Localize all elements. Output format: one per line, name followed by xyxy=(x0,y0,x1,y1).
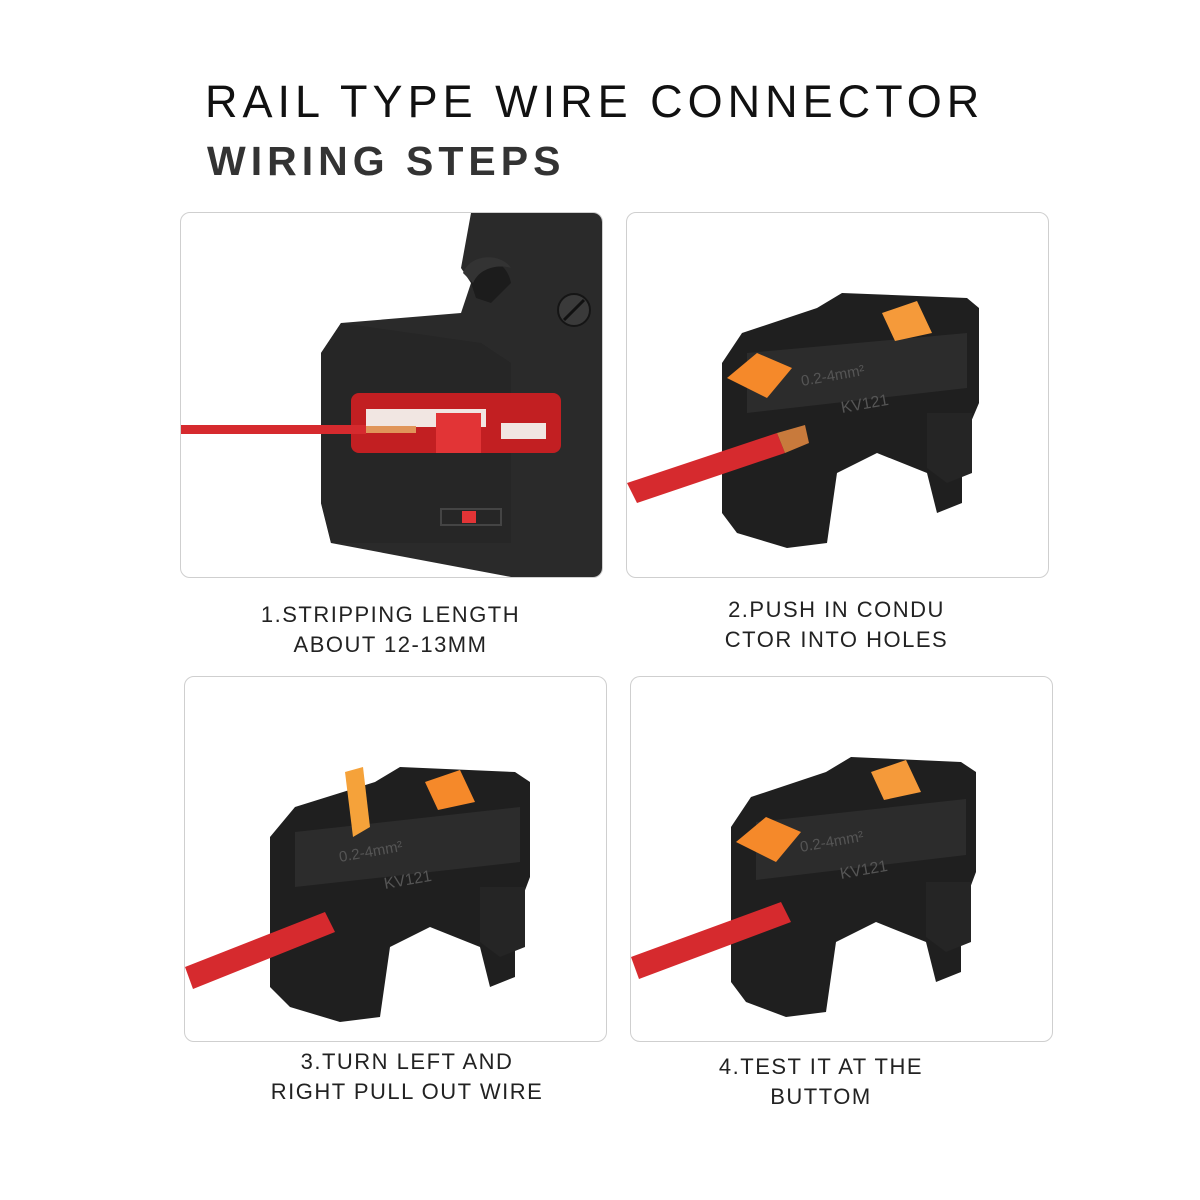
step-1-caption: 1.STRIPPING LENGTH ABOUT 12-13MM xyxy=(180,600,601,660)
connector-illustration: 0.2-4mm² KV121 xyxy=(627,293,979,548)
wire-stripper-illustration xyxy=(181,213,602,577)
step-3-caption-line-2: RIGHT PULL OUT WIRE xyxy=(270,1079,544,1104)
step-1-caption-line-2: ABOUT 12-13MM xyxy=(293,632,488,657)
step-2-caption: 2.PUSH IN CONDU CTOR INTO HOLES xyxy=(626,595,1047,655)
step-4-caption-line-2: BUTTOM xyxy=(770,1084,872,1109)
step-1-caption-line-1: 1.STRIPPING LENGTH xyxy=(260,602,521,627)
step-3-caption: 3.TURN LEFT AND RIGHT PULL OUT WIRE xyxy=(184,1047,630,1107)
step-4-caption-line-1: 4.TEST IT AT THE xyxy=(718,1054,924,1079)
step-2-caption-line-1: 2.PUSH IN CONDU xyxy=(728,597,945,622)
step-3-caption-line-1: 3.TURN LEFT AND xyxy=(300,1049,514,1074)
connector-illustration: 0.2-4mm² KV121 xyxy=(631,757,976,1017)
step-3-photo: 0.2-4mm² KV121 xyxy=(184,676,607,1042)
step-1-photo xyxy=(180,212,603,578)
step-2-caption-line-2: CTOR INTO HOLES xyxy=(724,627,949,652)
connector-illustration: 0.2-4mm² KV121 xyxy=(185,767,530,1022)
step-2-photo: 0.2-4mm² KV121 xyxy=(626,212,1049,578)
step-4-caption: 4.TEST IT AT THE BUTTOM xyxy=(630,1052,1012,1112)
page-subtitle: WIRING STEPS xyxy=(207,138,566,184)
step-4-photo: 0.2-4mm² KV121 xyxy=(630,676,1053,1042)
page-title: RAIL TYPE WIRE CONNECTOR xyxy=(205,76,985,127)
